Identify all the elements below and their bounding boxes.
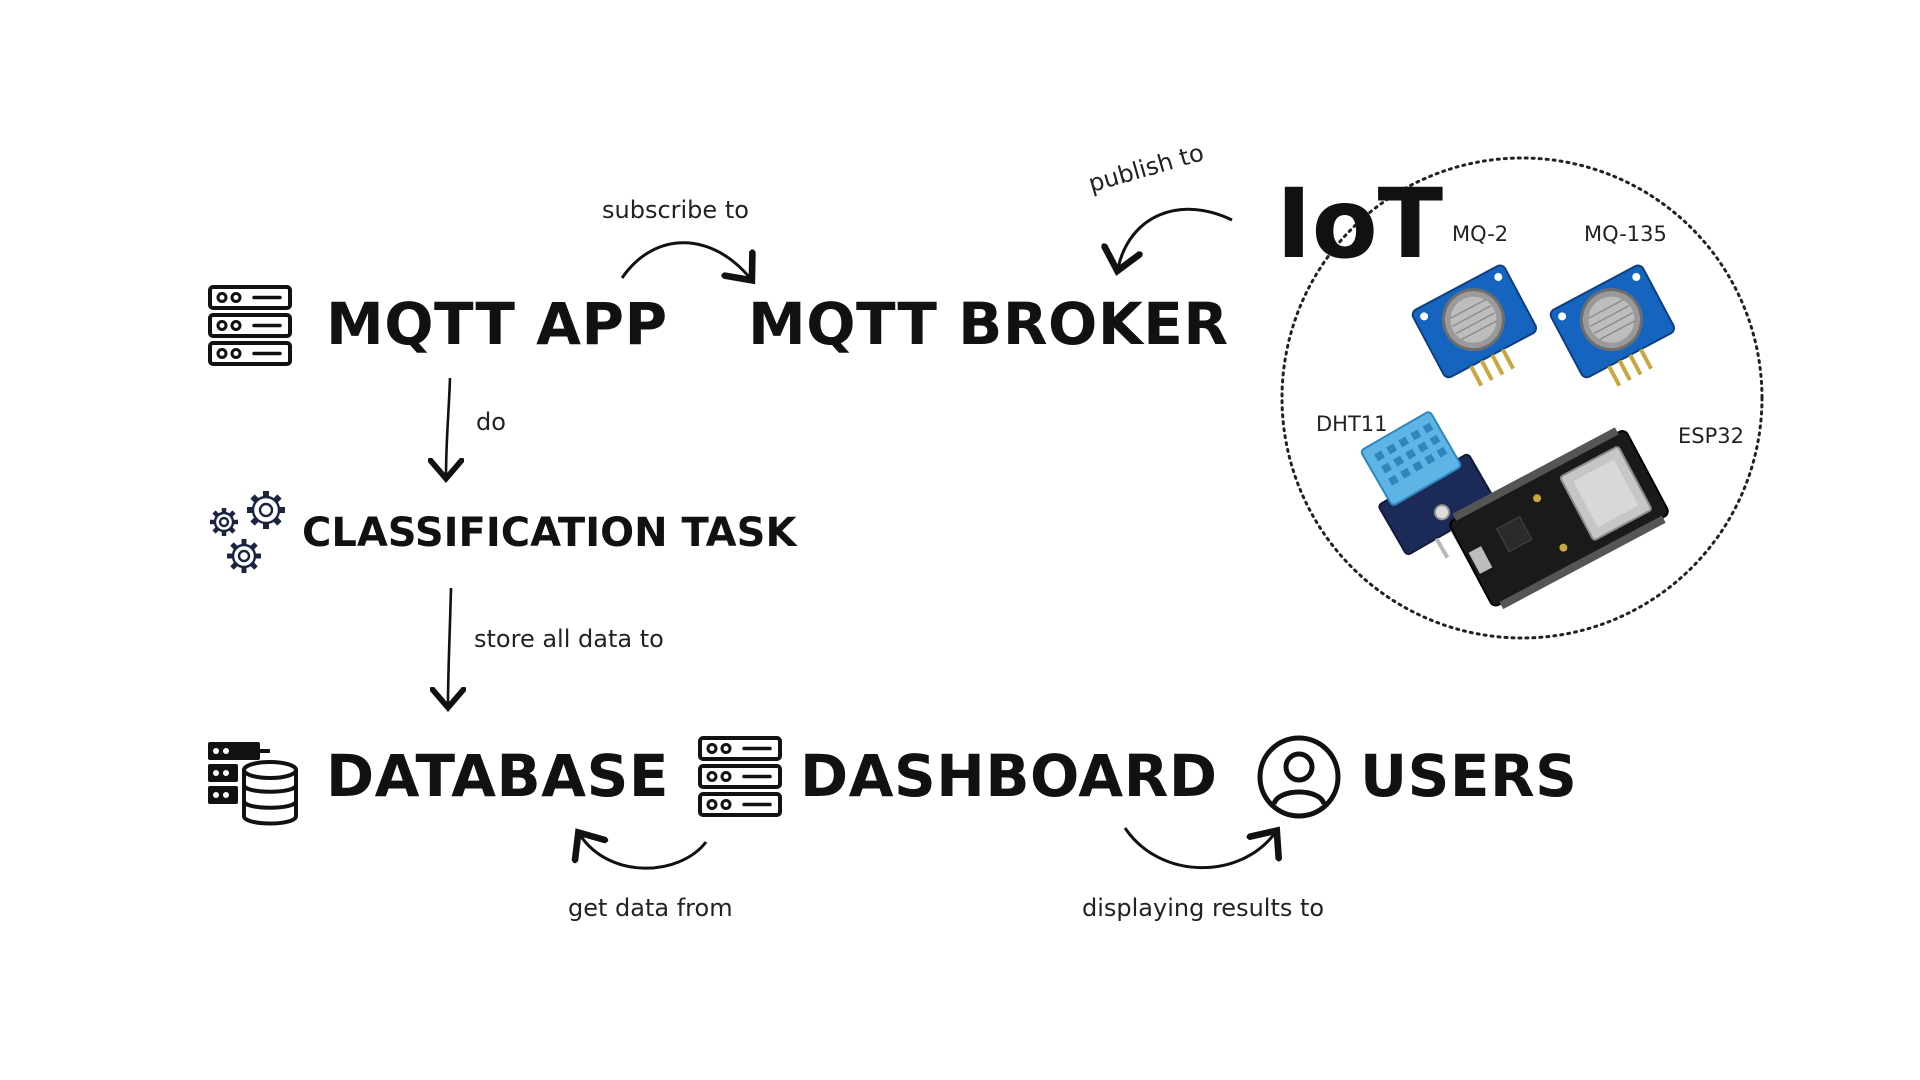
node-users: USERS (1360, 742, 1578, 810)
mq2-sensor-image (1411, 264, 1538, 387)
label-subscribe-to: subscribe to (602, 196, 749, 224)
node-database: DATABASE (326, 742, 669, 810)
esp32-board-image (1449, 427, 1669, 610)
label-dht11: DHT11 (1316, 412, 1388, 436)
arrow-store (448, 587, 451, 705)
iot-title: IoT (1276, 168, 1444, 280)
node-classification-task: CLASSIFICATION TASK (302, 510, 797, 556)
server-icon (698, 736, 782, 817)
label-mq135: MQ-135 (1584, 222, 1667, 246)
user-icon (1257, 735, 1341, 819)
database-icon (208, 742, 298, 826)
arrow-subscribe (620, 241, 750, 278)
label-displaying-results-to: displaying results to (1082, 894, 1325, 922)
label-do: do (476, 408, 506, 436)
dht11-sensor-image (1360, 411, 1497, 559)
arrow-do (446, 377, 450, 476)
mq135-sensor-image (1549, 264, 1676, 387)
node-mqtt-app: MQTT APP (326, 290, 668, 358)
label-mq2: MQ-2 (1452, 222, 1509, 246)
iot-circle (1280, 156, 1764, 640)
label-get-data-from: get data from (568, 894, 733, 922)
arrow-publish (1118, 207, 1233, 268)
label-esp32: ESP32 (1678, 424, 1744, 448)
node-dashboard: DASHBOARD (800, 742, 1218, 810)
server-icon (208, 285, 292, 366)
gears-icon (210, 491, 285, 573)
arrow-display (1123, 828, 1275, 870)
node-mqtt-broker: MQTT BROKER (748, 290, 1229, 358)
arrow-get-data (580, 835, 708, 870)
label-store-all-data-to: store all data to (474, 625, 664, 653)
